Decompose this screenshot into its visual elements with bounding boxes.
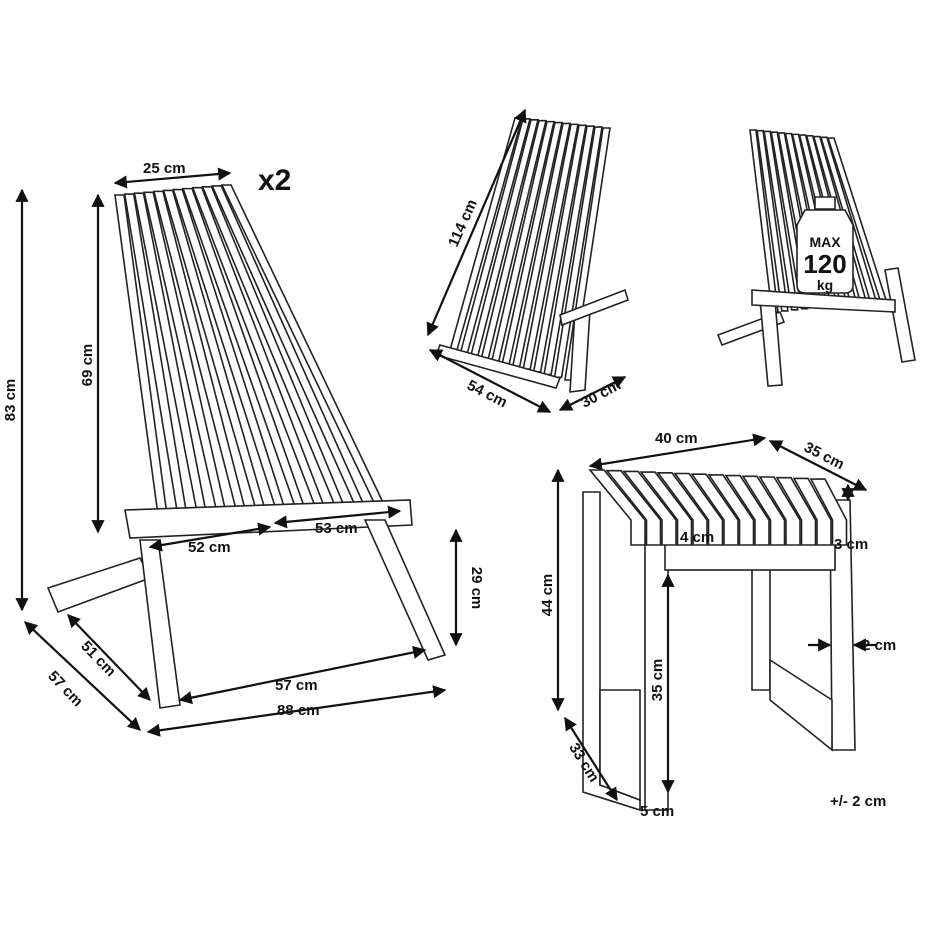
stool-drawing bbox=[582, 469, 856, 812]
folded-chair-drawing bbox=[434, 117, 629, 393]
main-chair-drawing bbox=[46, 184, 447, 709]
label-stool-height: 44 cm bbox=[539, 574, 556, 617]
load-value: 120 bbox=[803, 249, 846, 279]
stool-slat bbox=[724, 474, 770, 546]
label-seat-depth-front: 52 cm bbox=[188, 539, 231, 556]
label-leg-inner: 57 cm bbox=[275, 677, 318, 694]
stool-slat bbox=[690, 473, 739, 546]
stool-slat bbox=[605, 469, 662, 546]
slat bbox=[763, 130, 799, 311]
stool-slat bbox=[673, 472, 724, 546]
label-foot-width: 5 cm bbox=[640, 803, 674, 820]
label-seat-height: 29 cm bbox=[468, 567, 485, 610]
load-unit: kg bbox=[817, 277, 833, 293]
label-total-depth: 88 cm bbox=[277, 702, 320, 719]
dimension-lines bbox=[15, 108, 876, 802]
label-leg-height: 35 cm bbox=[649, 659, 666, 702]
label-leg-width: 2 cm bbox=[862, 637, 896, 654]
label-base-inner: 51 cm bbox=[77, 638, 119, 680]
label-stool-width: 40 cm bbox=[655, 430, 698, 447]
label-slat-height: 4 cm bbox=[680, 529, 714, 546]
label-chair-width-top: 25 cm bbox=[143, 160, 186, 177]
weight-icon: MAX 120 kg bbox=[796, 196, 854, 294]
label-seat-depth-back: 53 cm bbox=[315, 520, 358, 537]
slat bbox=[201, 186, 351, 519]
stool-slat bbox=[656, 471, 708, 546]
label-chair-back-height: 69 cm bbox=[79, 344, 96, 387]
label-frame-thickness: 3 cm bbox=[834, 536, 868, 553]
slat bbox=[756, 129, 789, 312]
label-tolerance: +/- 2 cm bbox=[830, 793, 886, 810]
load-max-label: MAX bbox=[809, 234, 841, 250]
stool-slat bbox=[622, 470, 677, 546]
label-folded-width: 54 cm bbox=[464, 377, 510, 411]
load-chair-drawing: MAX 120 kg bbox=[716, 129, 916, 387]
stool-slat bbox=[639, 471, 693, 546]
stool-slat bbox=[741, 475, 786, 546]
label-chair-total-height: 83 cm bbox=[2, 379, 19, 422]
label-quantity: x2 bbox=[258, 164, 291, 197]
stool-slat bbox=[707, 474, 755, 546]
